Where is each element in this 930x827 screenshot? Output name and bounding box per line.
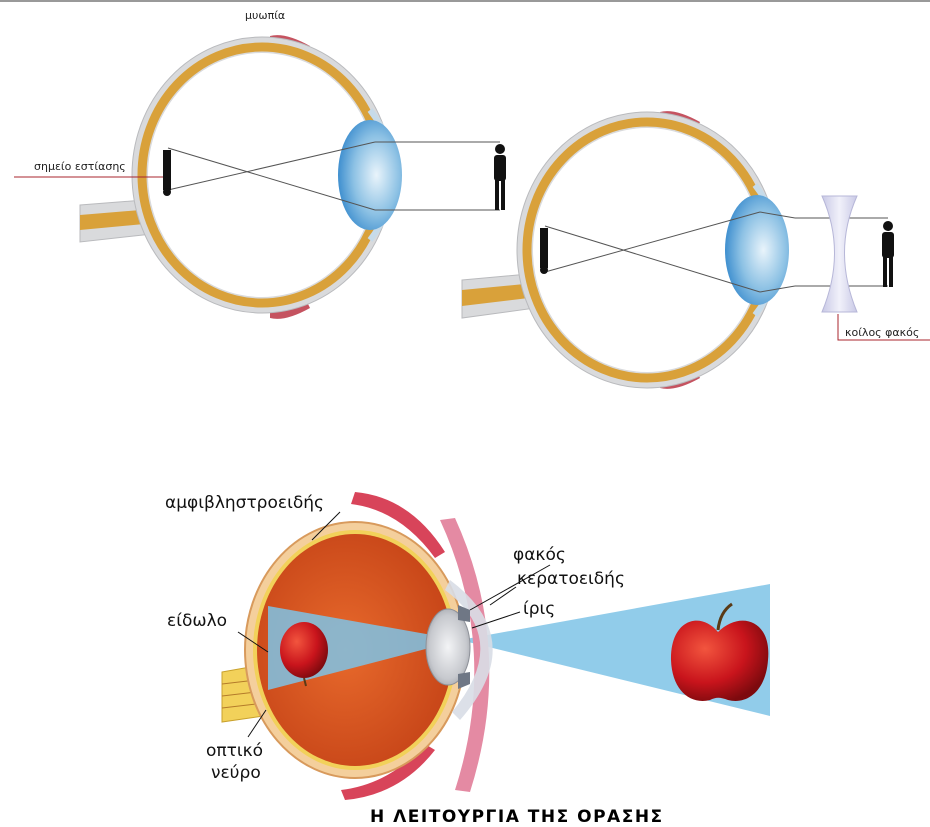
- label-cornea: κερατοειδής: [517, 569, 625, 589]
- focus-image-icon: [163, 150, 171, 196]
- label-optic-nerve-line2: νεύρο: [211, 763, 261, 783]
- corrected-eye: [462, 111, 930, 389]
- label-retina: αμφιβληστροειδής: [165, 493, 324, 513]
- concave-lens-icon: [822, 196, 857, 312]
- person-icon: [882, 221, 894, 287]
- label-focus-point: σημείο εστίασης: [34, 160, 126, 173]
- label-myopia: μυωπία: [245, 9, 285, 22]
- label-concave-lens: κοίλος φακός: [845, 326, 919, 339]
- lens-icon: [338, 120, 402, 230]
- eye-cross-section: [222, 492, 770, 800]
- figure-title: Η ΛΕΙΤΟΥΡΓΙΑ ΤΗΣ ΟΡΑΣΗΣ: [370, 807, 664, 827]
- label-optic-nerve-line1: οπτικό: [206, 741, 263, 761]
- myopic-eye: [14, 35, 506, 319]
- label-iris: ίρις: [523, 599, 555, 619]
- label-lens: φακός: [513, 545, 566, 565]
- focus-image-icon: [540, 228, 548, 274]
- person-icon: [494, 144, 506, 210]
- label-image: είδωλο: [167, 611, 227, 631]
